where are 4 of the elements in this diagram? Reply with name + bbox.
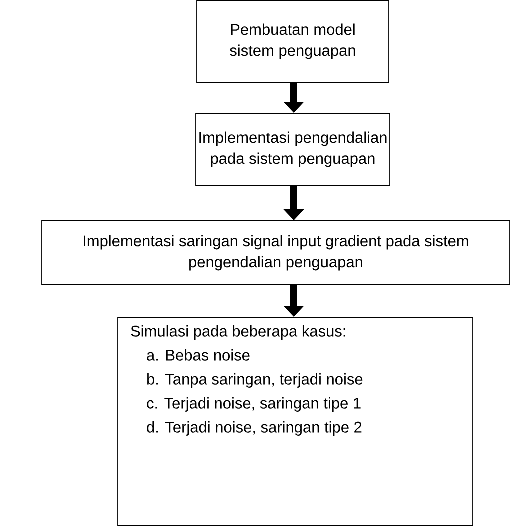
process-box: Implementasi saringan signal input gradient pada sistem pengendalian penguapan — [42, 220, 510, 286]
process-box: Pembuatan model sistem penguapan — [196, 0, 390, 83]
process-box: Simulasi pada beberapa kasus: a. Bebas noise b. Tanpa saringan, terjadi noise c. Terjadi noise, saringan tipe 1 d. Terjadi noise, saringan tipe 2 — [118, 317, 474, 526]
process-box: Implementasi pengendalian pada sistem penguapan — [196, 113, 390, 186]
